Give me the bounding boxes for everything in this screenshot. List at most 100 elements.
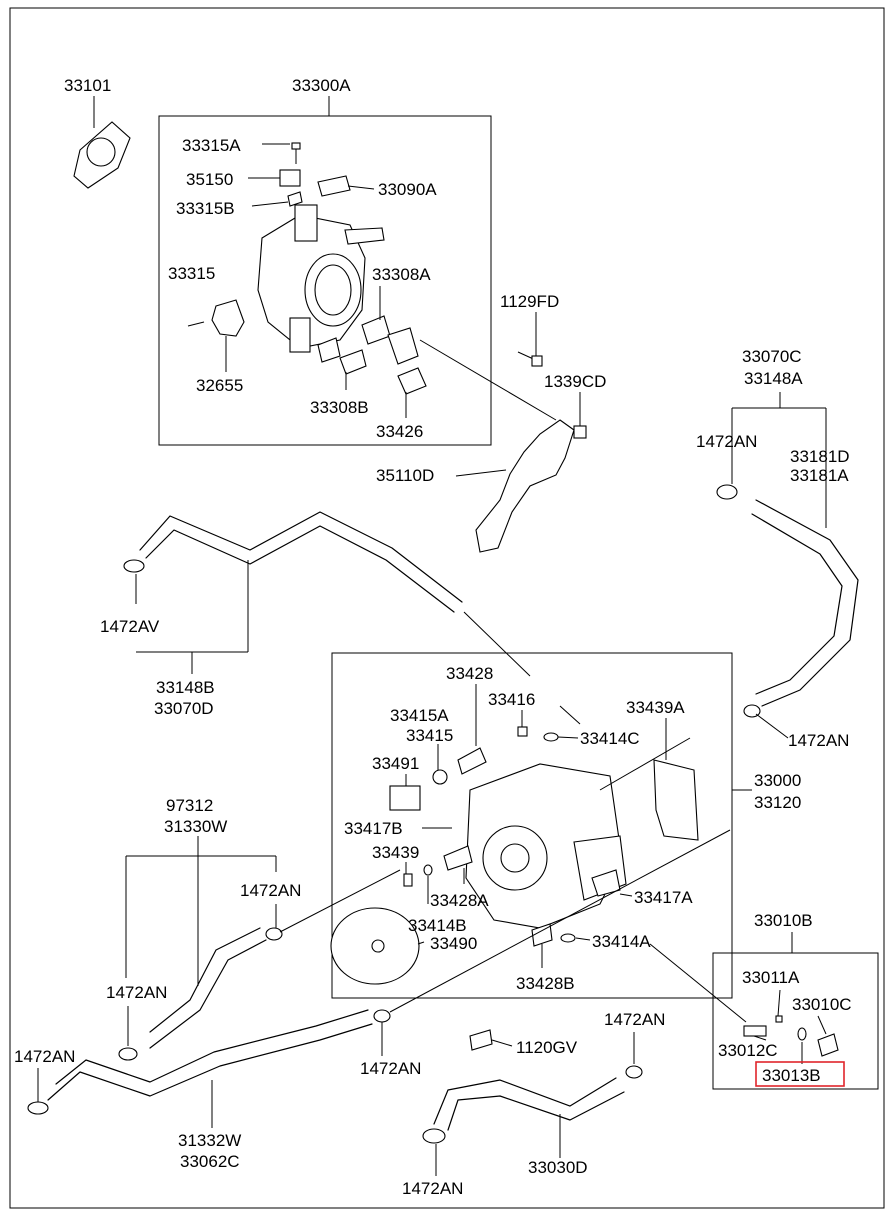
gasket-33308A — [361, 315, 391, 345]
callout-33090A: 33090A — [378, 180, 437, 199]
sensor-33426 — [397, 367, 427, 395]
callout-33010B: 33010B — [754, 911, 813, 930]
callout-33414C: 33414C — [580, 729, 640, 748]
callout-33181D: 33181D — [790, 447, 850, 466]
callout-33428: 33428 — [446, 664, 493, 683]
callout-35110D: 35110D — [376, 466, 434, 485]
ring-33415A — [432, 769, 448, 785]
fitting-33428B — [531, 923, 553, 947]
clamp-1472AN-left — [118, 1047, 138, 1061]
fitting-33428A — [443, 845, 473, 871]
callout-33417A: 33417A — [634, 888, 693, 907]
actuator-33308A — [387, 327, 419, 365]
callout-1339CD: 1339CD — [544, 372, 606, 391]
clamp-1472AN-far-left — [27, 1101, 49, 1115]
callout-1472AN-a: 1472AN — [696, 432, 757, 451]
callout-33439A: 33439A — [626, 698, 685, 717]
gasket-33101 — [73, 121, 131, 189]
gasket-33308B — [317, 337, 341, 363]
clamp-1472AN-top-right — [716, 484, 738, 500]
callout-33070D: 33070D — [154, 699, 214, 718]
hose-33030D-inner — [447, 1091, 625, 1131]
callout-1472AN-f: 1472AN — [14, 1047, 75, 1066]
callout-33070C: 33070C — [742, 347, 802, 366]
callout-33428B: 33428B — [516, 974, 575, 993]
clamp-1472AN-mid-left — [265, 927, 283, 941]
leader-lines — [37, 96, 827, 1176]
callout-33426: 33426 — [376, 422, 423, 441]
vaporizer-33000 — [465, 763, 627, 929]
hose-33181 — [755, 499, 859, 707]
callout-1472AN-b: 1472AN — [788, 731, 849, 750]
bracket-33439A — [653, 759, 699, 841]
callout-31330W: 31330W — [164, 817, 227, 836]
bracket-35110D — [475, 419, 575, 553]
callout-33013B[interactable]: 33013B — [762, 1066, 821, 1085]
nut-1339CD — [573, 425, 587, 439]
callout-33315: 33315 — [168, 264, 215, 283]
callout-33300A: 33300A — [292, 76, 351, 95]
hose-33148B — [139, 511, 463, 603]
callout-33490: 33490 — [430, 934, 477, 953]
hose-31330W-inner — [149, 927, 261, 1033]
callout-33120: 33120 — [754, 793, 801, 812]
hose-31330W — [149, 939, 267, 1049]
clamp-1472AV — [123, 559, 145, 573]
bolt-1129FD — [517, 351, 543, 367]
vaporizer-group-box — [331, 652, 733, 999]
callout-1120GV: 1120GV — [516, 1038, 578, 1057]
hose-33181-inner — [751, 513, 843, 695]
sensor-32655 — [187, 299, 245, 337]
washer-33416 — [517, 726, 528, 737]
bolt-1120GV — [469, 1029, 493, 1051]
callout-33415A: 33415A — [390, 706, 449, 725]
callout-33439: 33439 — [372, 843, 419, 862]
callout-33148B: 33148B — [156, 678, 215, 697]
callout-1129FD: 1129FD — [500, 292, 559, 311]
callout-1472AN-g: 1472AN — [360, 1059, 421, 1078]
clamp-1472AN-right — [625, 1065, 643, 1079]
highlight-box-33013B — [755, 1061, 845, 1087]
callout-33315A: 33315A — [182, 136, 241, 155]
callout-33315B: 33315B — [176, 199, 235, 218]
callout-33491: 33491 — [372, 754, 419, 773]
washer-33414C — [543, 732, 559, 742]
hose-31332W — [47, 1023, 373, 1101]
hose-31332W-inner — [55, 1009, 369, 1085]
callout-33414A: 33414A — [592, 932, 651, 951]
clamp-1472AN-center — [373, 1009, 391, 1023]
injector-33012C — [743, 1025, 767, 1037]
callout-33148A: 33148A — [744, 369, 803, 388]
callout-32655: 32655 — [196, 376, 243, 395]
callout-33012C: 33012C — [718, 1041, 778, 1060]
callout-33000: 33000 — [754, 771, 801, 790]
callout-33417B: 33417B — [344, 819, 403, 838]
gasket-33090A — [317, 175, 351, 197]
callout-35150: 35150 — [186, 170, 233, 189]
oring-33013B — [797, 1027, 807, 1041]
washer-33414B — [423, 864, 433, 876]
callout-1472AN-e: 1472AN — [604, 1010, 665, 1029]
callout-33415: 33415 — [406, 726, 453, 745]
orings-33491 — [389, 785, 421, 811]
callout-31332W: 31332W — [178, 1131, 241, 1150]
screw-33315A — [291, 142, 301, 164]
callout-1472AV: 1472AV — [100, 617, 160, 636]
callout-1472AN-d: 1472AN — [106, 983, 167, 1002]
callout-33181A: 33181A — [790, 466, 849, 485]
callout-97312: 97312 — [166, 796, 213, 815]
washer-33414A — [560, 933, 576, 943]
callout-33011A: 33011A — [742, 968, 800, 987]
clip-33011A — [775, 1015, 783, 1023]
injector-group-box — [712, 952, 879, 1090]
callout-33101: 33101 — [64, 76, 111, 95]
throttle-body-group-box — [158, 115, 492, 446]
callout-33030D: 33030D — [528, 1158, 588, 1177]
callout-33010C: 33010C — [792, 995, 852, 1014]
hose-33148B-inner — [145, 525, 455, 613]
diaphragm-hole — [371, 939, 385, 953]
valve-33439 — [403, 873, 413, 887]
callout-labels: 33101 33300A 33315A 35150 33090A 33315B … — [14, 76, 852, 1198]
callout-1472AN-c: 1472AN — [240, 881, 301, 900]
